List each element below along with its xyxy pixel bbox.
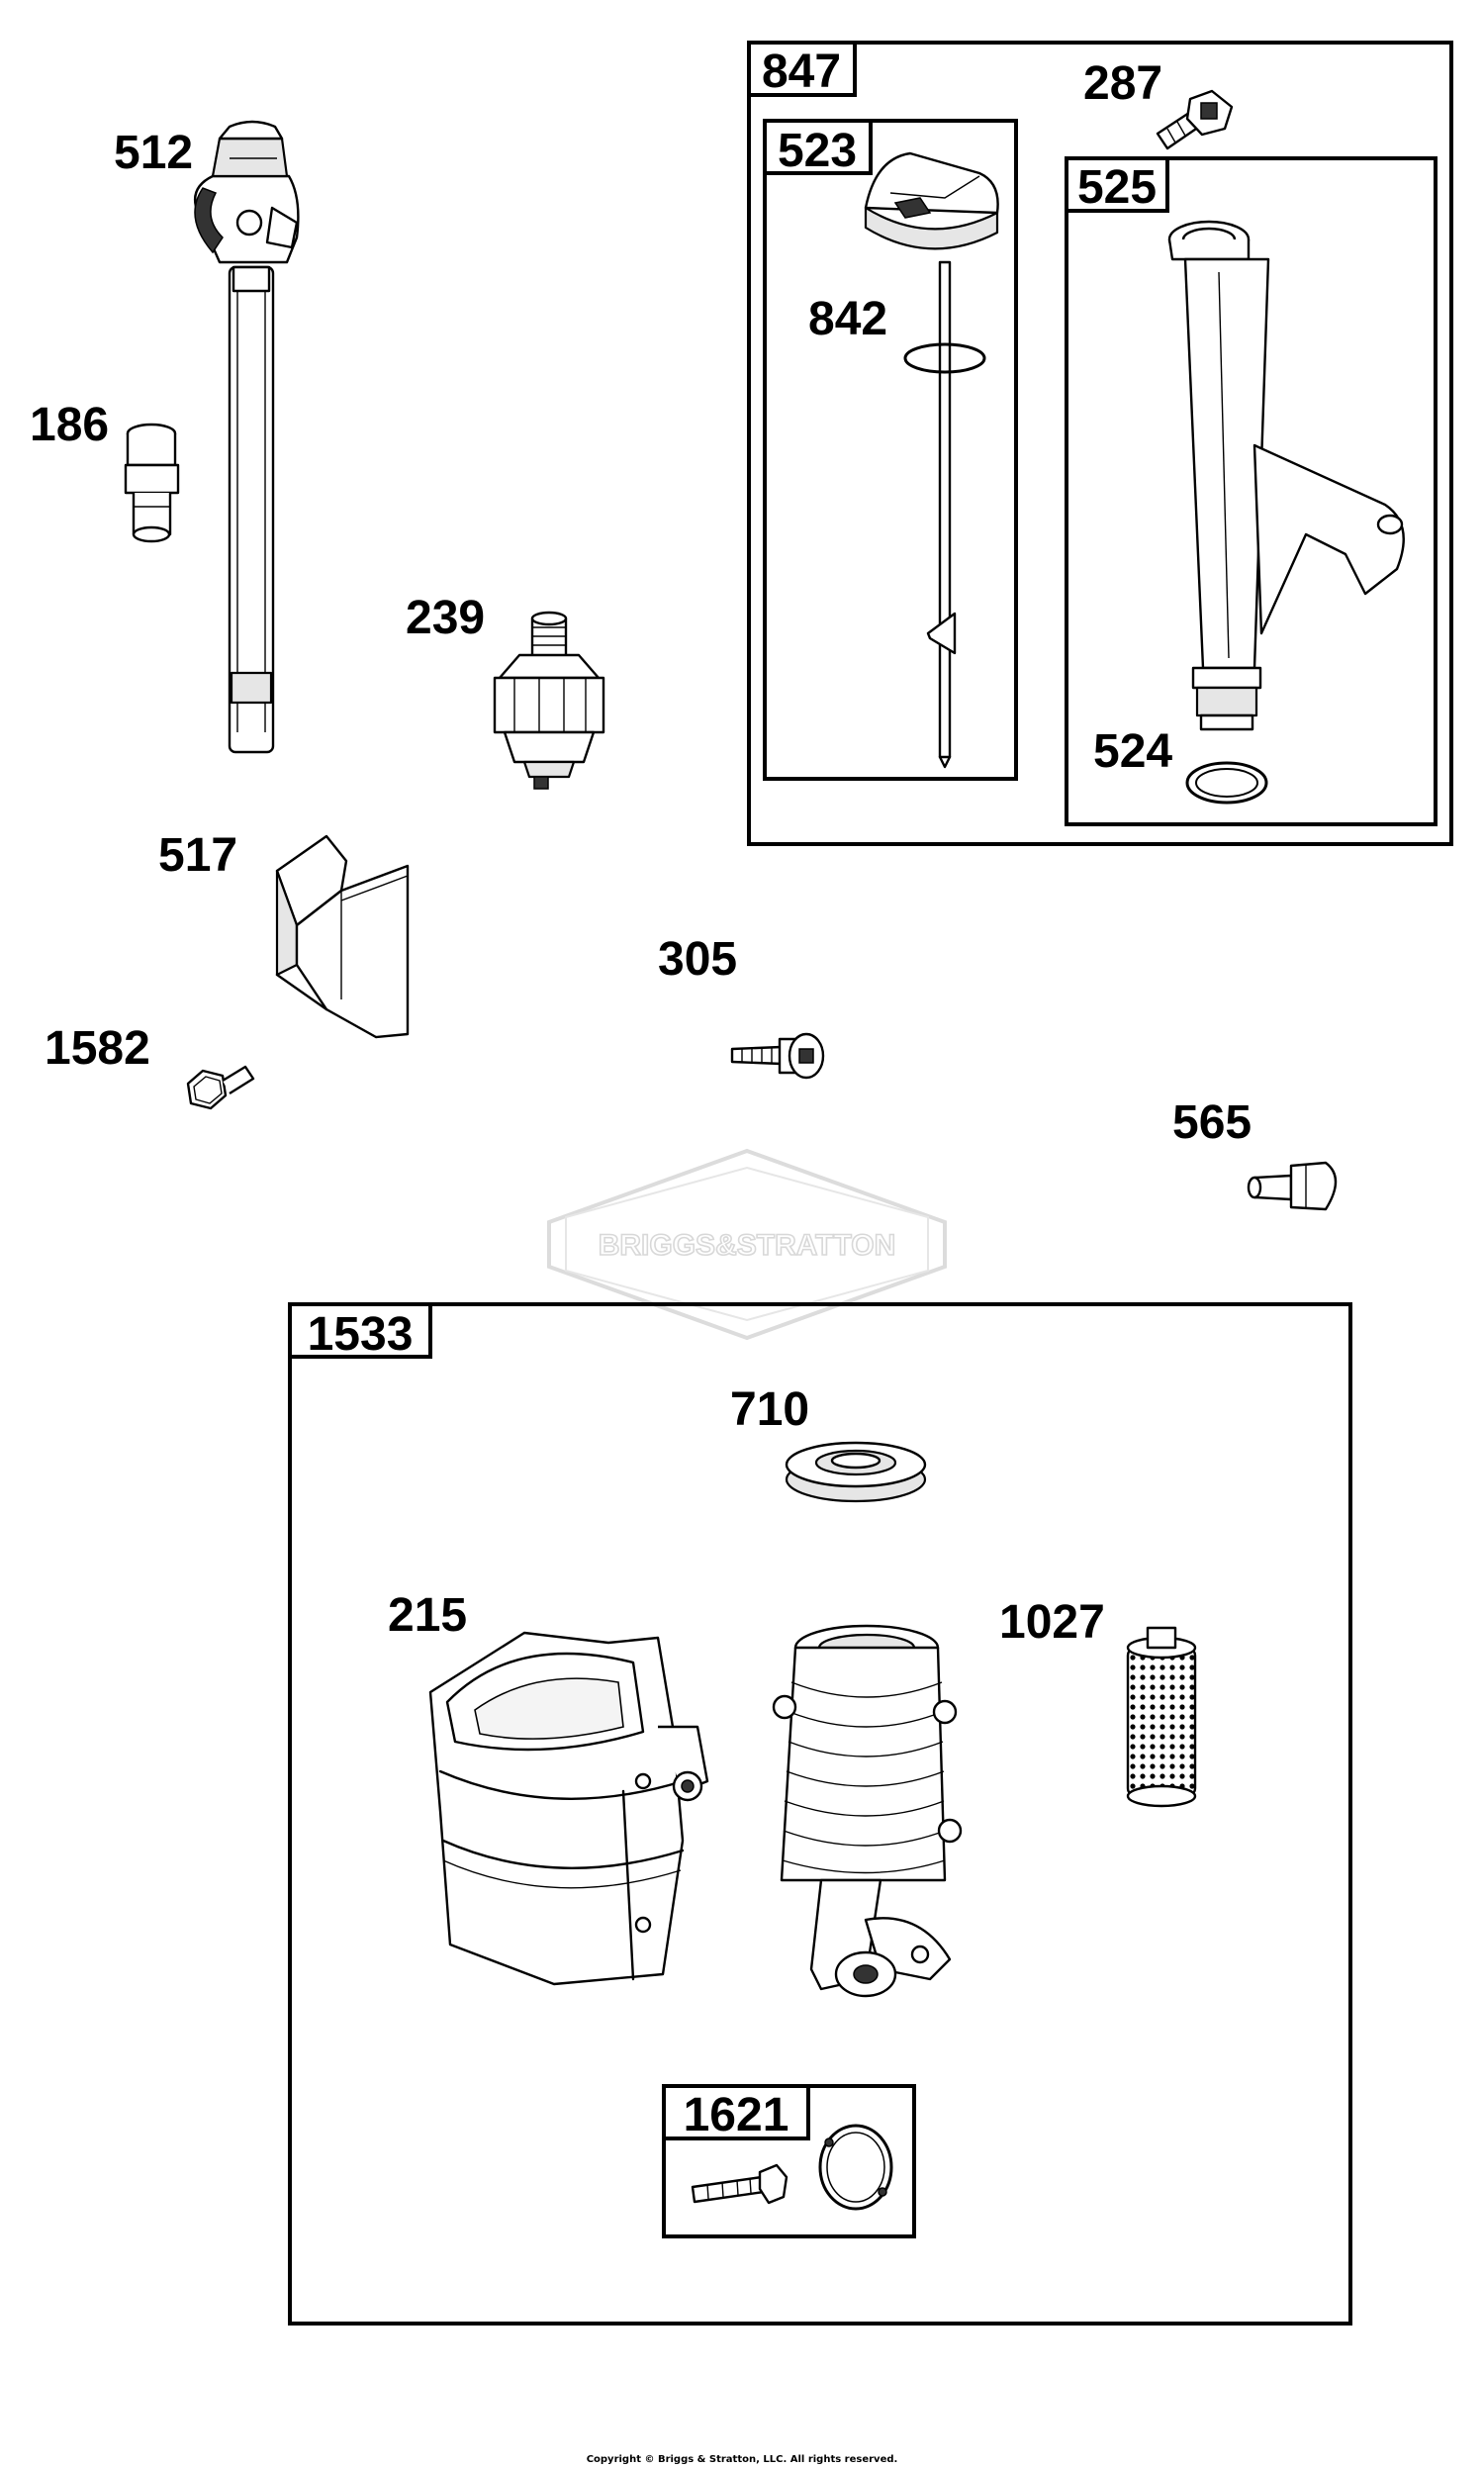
part-186-fitting xyxy=(124,423,180,543)
label-565: 565 xyxy=(1172,1096,1252,1149)
part-287-screw xyxy=(1156,89,1234,150)
part-1027-filter xyxy=(1126,1626,1197,1808)
part-1621-bolt xyxy=(691,2163,788,2205)
box-523-label: 523 xyxy=(778,125,857,177)
box-1533-label: 1533 xyxy=(308,1308,414,1361)
box-847-label: 847 xyxy=(762,46,841,98)
part-524-o-ring xyxy=(1185,761,1268,805)
part-305-screw xyxy=(730,1032,825,1080)
part-215-housing xyxy=(428,1631,709,1986)
kit-box-1533: 1533 710 215 xyxy=(288,1302,1352,2326)
label-186: 186 xyxy=(30,399,109,451)
part-512-dipstick-tube xyxy=(193,120,300,754)
part-565-plug xyxy=(1247,1161,1338,1211)
label-215: 215 xyxy=(388,1589,467,1642)
kit-box-847: 847 287 523 84 xyxy=(747,41,1453,846)
label-512: 512 xyxy=(114,127,193,179)
box-525-label: 525 xyxy=(1077,161,1157,214)
label-524: 524 xyxy=(1093,725,1172,778)
box-1621-label: 1621 xyxy=(684,2089,789,2141)
kit-box-1621: 1621 xyxy=(662,2084,916,2238)
part-1621-gasket xyxy=(818,2124,893,2211)
kit-box-523: 523 842 xyxy=(763,119,1018,781)
watermark-text: BRIGGS&STRATTON xyxy=(599,1229,896,1262)
part-239-pressure-switch xyxy=(493,611,605,790)
label-287: 287 xyxy=(1083,57,1162,110)
part-525-dipstick-tube xyxy=(1167,220,1405,731)
part-cylinder xyxy=(772,1624,963,1998)
part-710-seal xyxy=(785,1441,927,1503)
part-842-dipstick xyxy=(864,151,999,769)
copyright-notice: Copyright © Briggs & Stratton, LLC. All … xyxy=(587,2454,898,2465)
label-305: 305 xyxy=(658,933,737,986)
kit-box-525: 525 524 xyxy=(1065,156,1438,826)
label-517: 517 xyxy=(158,829,237,882)
label-1582: 1582 xyxy=(45,1022,150,1075)
label-710: 710 xyxy=(730,1383,809,1436)
part-517-bracket xyxy=(275,834,410,1039)
label-1027: 1027 xyxy=(999,1596,1105,1649)
label-239: 239 xyxy=(406,592,485,644)
label-842: 842 xyxy=(808,293,887,345)
part-1582-screw xyxy=(186,1065,255,1110)
brand-watermark: BRIGGS&STRATTON xyxy=(547,1148,947,1341)
